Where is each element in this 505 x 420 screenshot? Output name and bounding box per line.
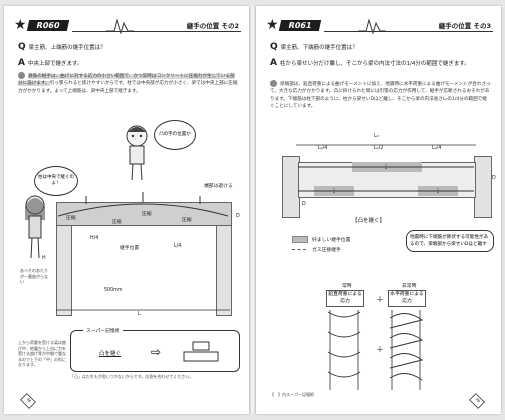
right-body: 梁端部は、鉛直荷重による曲げモーメントに加え、地震時に水平荷重による曲げモーメン…	[270, 80, 491, 110]
arrow-icon: ⇨	[151, 345, 162, 359]
beam	[56, 202, 232, 226]
shape-bubble: 凸の字の位置か	[154, 120, 196, 150]
legend-swatch	[292, 236, 308, 243]
normal-box: 鉛直荷重による応力	[326, 290, 364, 307]
left-title: 継手の位置 その2	[186, 22, 239, 30]
dim-line-top	[296, 144, 476, 146]
memory-box: スーパー記憶術 凸を継ぐ ⇨	[70, 327, 240, 372]
normal-title: 常時	[342, 284, 352, 289]
legend-dash	[292, 249, 306, 250]
comp-label-1: 圧縮	[66, 216, 76, 221]
star-icon: ★	[14, 17, 27, 33]
right-header: ★ R061 継手の位置 その3	[266, 17, 493, 34]
rebar-lines	[298, 164, 474, 194]
left-header: ★ R060 継手の位置 その2	[14, 17, 241, 34]
dim-h: H	[42, 256, 46, 261]
quake-box: 水平荷重による応力	[388, 290, 426, 307]
quake-frame-diagram	[389, 310, 424, 390]
belly-note: あべそのあたりが一番曲がらない	[20, 268, 48, 284]
right-section-tag: R061	[278, 20, 322, 31]
legend-gas: ガス圧接継手	[312, 248, 341, 253]
lower-note: 上から荷重を受ける梁は曲げ中、地震から上向に力を受ける曲げ等が中間で重なるので上…	[18, 340, 66, 367]
dim-line-l	[56, 309, 230, 311]
header-rule	[72, 31, 241, 32]
column-bubble: 柱は中央で継ぐのよ！	[34, 166, 78, 196]
left-body: 鉄筋の継手は、曲げに対する応力の小さい範囲で、かつ常時はコンクリートに圧縮力が生…	[18, 72, 238, 94]
right-title: 継手の位置 その3	[438, 22, 491, 30]
dim-l0: L₀	[374, 134, 379, 139]
end-avoid-note: 端部は避ける	[204, 184, 233, 189]
plus-sign: ＋	[376, 295, 384, 304]
dim-h4: H/4	[90, 236, 99, 241]
dim-l0-4a: L₀/4	[318, 146, 328, 151]
legend-preferred: 好ましい継手位置	[312, 238, 351, 243]
comp-label-3: 圧縮	[142, 212, 152, 217]
dim-500: 500mm	[104, 288, 123, 293]
quake-title: 非常時	[402, 284, 417, 289]
star-icon: ★	[266, 17, 279, 33]
person-girl-icon	[25, 195, 45, 259]
comp-label-4: 圧縮	[182, 218, 192, 223]
plus-sign-2: ＋	[376, 345, 384, 354]
heartbeat-icon	[358, 18, 386, 34]
normal-frame-diagram	[327, 310, 361, 390]
left-footnote: 「凸」はだれもが思いつかないからです。応答を合わせてください。	[70, 374, 194, 379]
memory-text: 凸を継ぐ	[99, 351, 122, 357]
dim-l0-2: L₀/2	[374, 146, 384, 151]
joint-position-label: 継手位置	[120, 246, 140, 251]
dim-l: L	[138, 312, 141, 317]
dim-d: D	[236, 214, 240, 219]
right-page-number: 49	[469, 393, 485, 409]
convex-icon	[183, 341, 219, 362]
dim-l0-4b: L₀/4	[432, 146, 442, 151]
comp-label-2: 圧縮	[112, 220, 122, 225]
person-boy-icon	[126, 125, 148, 181]
right-footnote: 【 】内スーパー記憶術	[270, 392, 314, 397]
moment-curve	[57, 192, 229, 217]
right-column	[474, 156, 492, 218]
memory-label: スーパー記憶術	[83, 327, 123, 334]
heartbeat-icon	[106, 18, 134, 34]
book-gutter	[249, 6, 256, 414]
left-section-tag: R060	[26, 20, 70, 31]
left-page-number: 48	[20, 393, 36, 409]
bullet-icon	[270, 80, 277, 87]
dim-d-side: D	[492, 176, 496, 181]
dim-l4: L/4	[174, 244, 182, 249]
dim-d-bottom: D	[302, 202, 306, 207]
right-caption: 【凸を継ぐ】	[352, 218, 386, 224]
bullet-icon	[18, 72, 25, 79]
seismic-callout: 地震時に下端筋が降伏する可能性があるので、梁端部から梁せいDほど離す	[406, 230, 494, 252]
header-rule	[324, 31, 493, 32]
